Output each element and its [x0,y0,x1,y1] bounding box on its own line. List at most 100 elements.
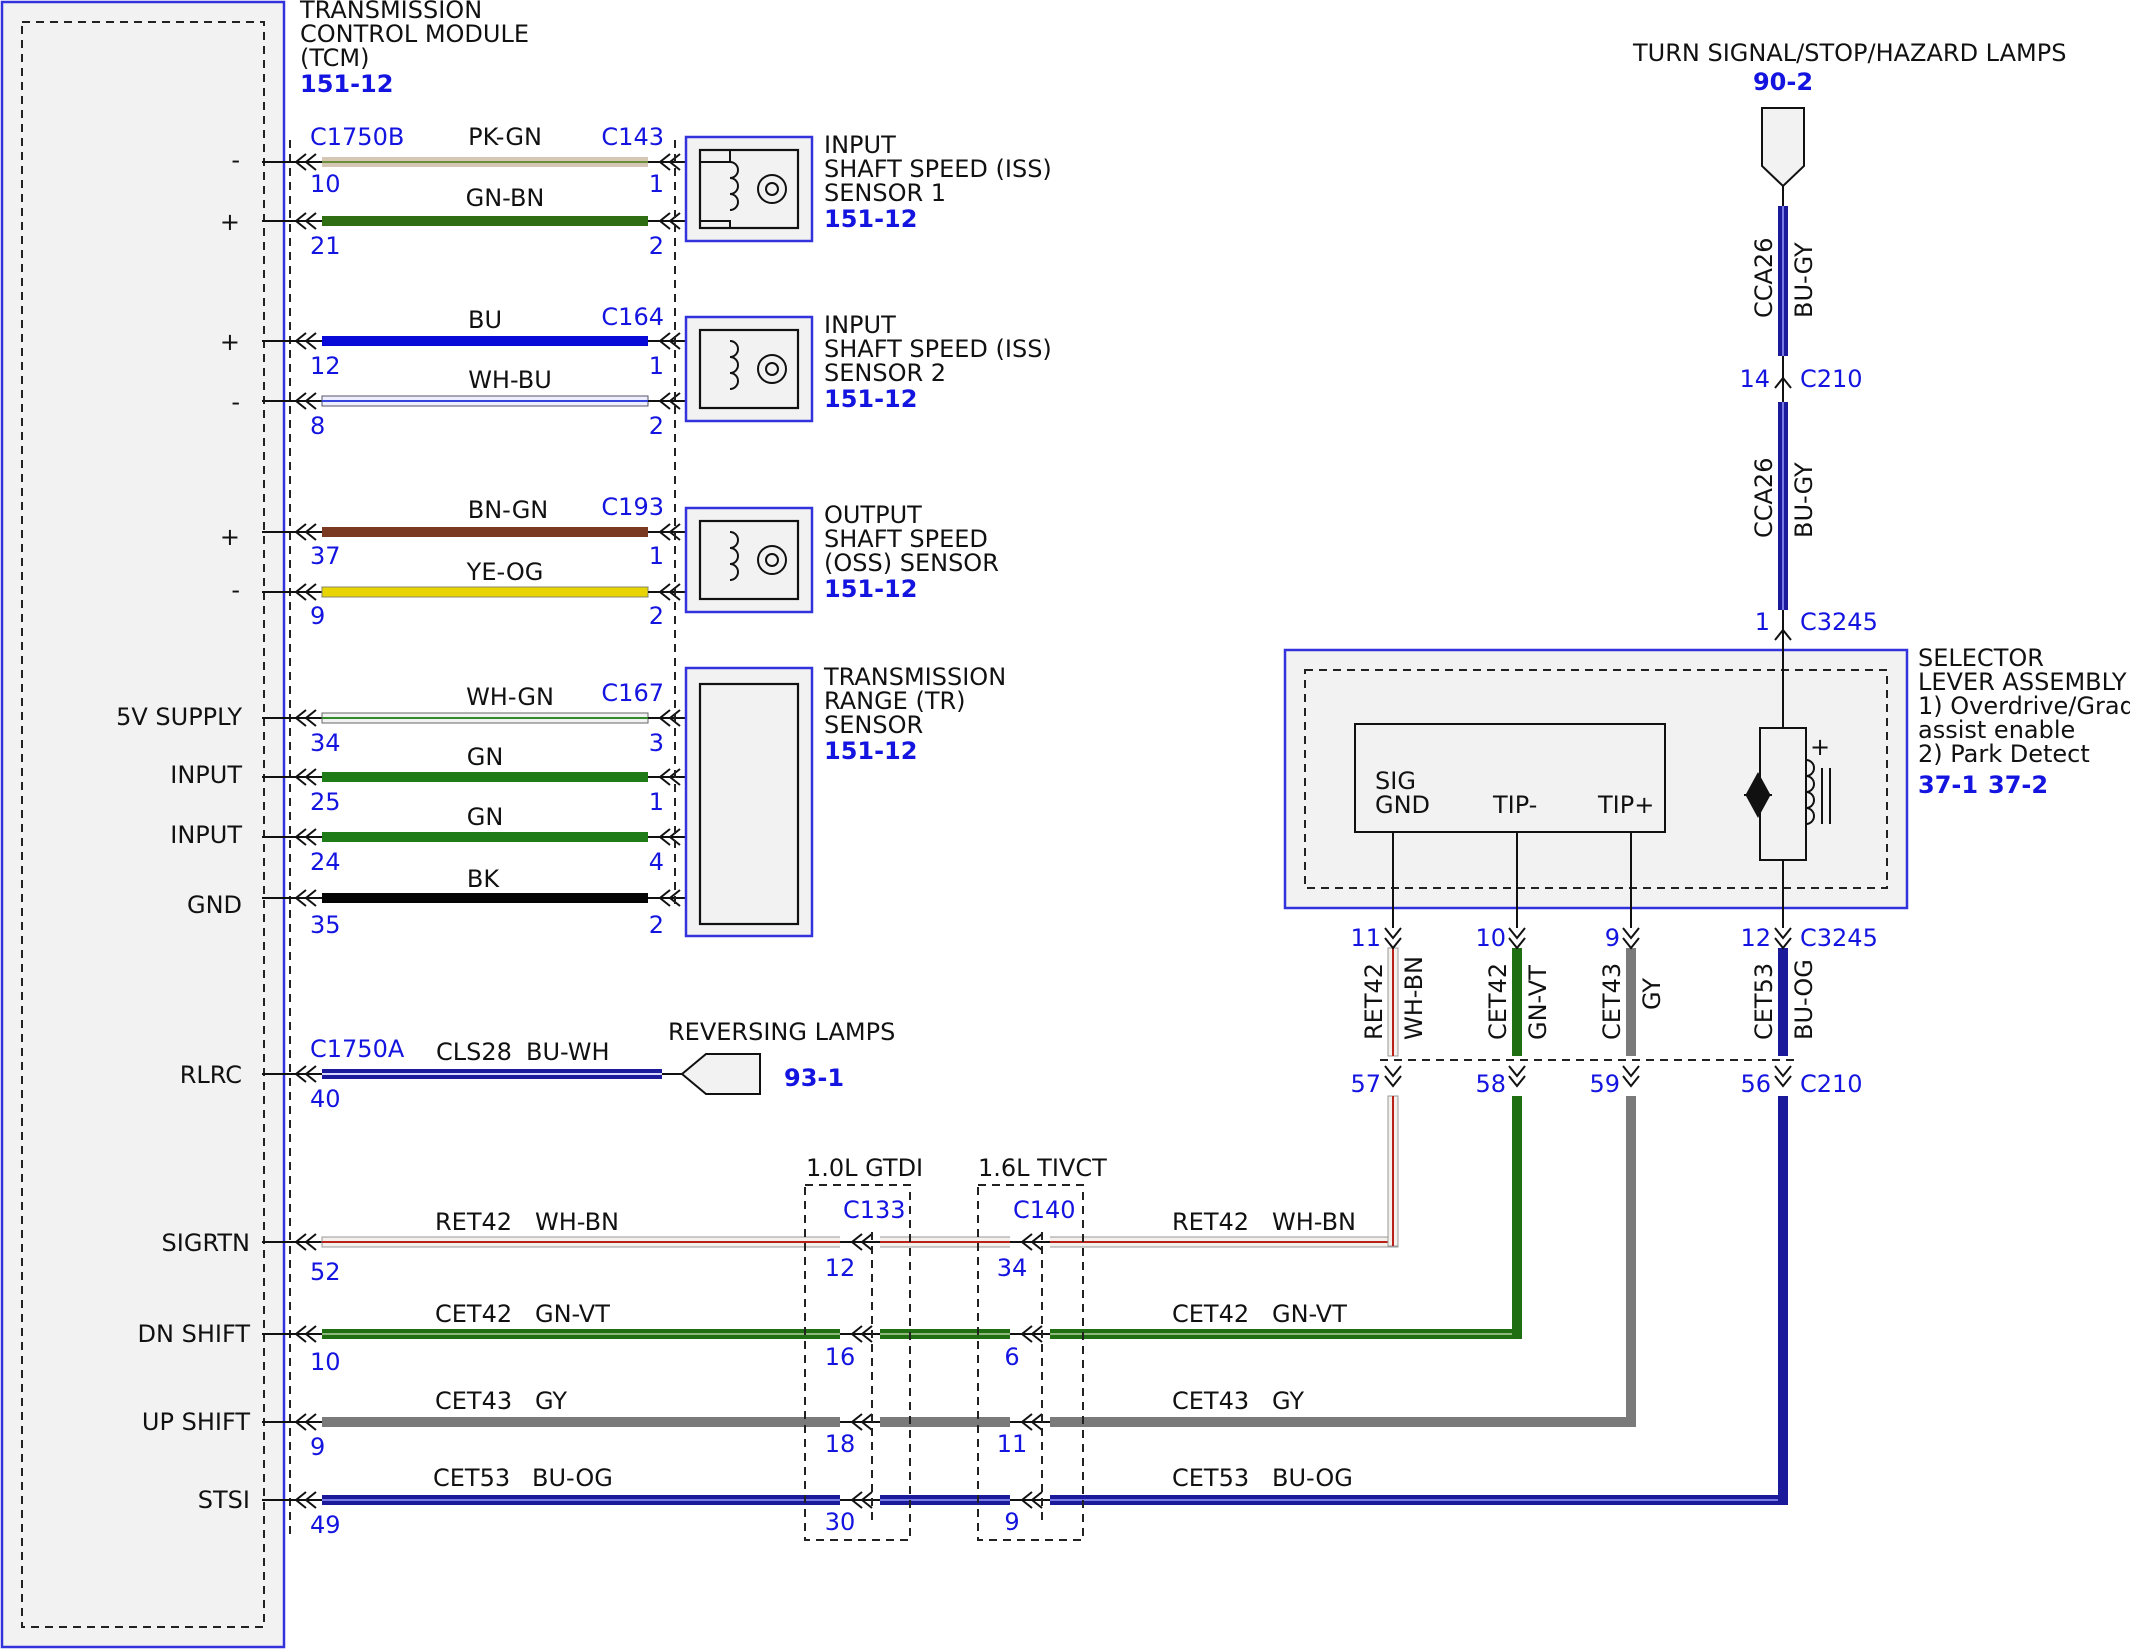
wire-cet43-gy[interactable] [322,1417,1636,1427]
wire-cet43-vertical[interactable] [1626,1096,1636,1426]
pin-number: 1 [649,352,664,380]
connector-c133: C133 [843,1196,906,1224]
pin-number: 2 [649,911,664,939]
selector-tip-plus-label: TIP+ [1597,791,1654,819]
wire-gn[interactable] [322,772,648,782]
connector-c210: C210 [1800,1070,1863,1098]
iss1-label: INPUT [824,131,896,159]
pin-number: 34 [310,729,341,757]
gear-icon [757,174,787,204]
wire-label-cet42: CET42 [1172,1300,1249,1328]
wire-label-bu-og: BU-OG [1272,1464,1353,1492]
wire-ret42-vertical[interactable] [1387,1095,1399,1247]
wire-label-bu-og: BU-OG [532,1464,613,1492]
oss-label: SHAFT SPEED [824,525,988,553]
iss1-label: SHAFT SPEED (ISS) [824,155,1052,183]
wire-cet42-gn-vt[interactable] [322,1329,1522,1339]
wire-gn-bn[interactable] [322,216,648,226]
tcm-pin-plus: + [220,328,240,356]
selector-tip-minus-label: TIP- [1492,791,1537,819]
oss-label: OUTPUT [824,501,922,529]
pin-number: 14 [1739,365,1770,393]
tcm-pin-dn-shift: DN SHIFT [138,1320,251,1348]
iss2-label: SENSOR 2 [824,359,946,387]
pin-number: 56 [1740,1070,1771,1098]
selector-plus-label: + [1810,733,1830,761]
variant-label-gtdi: 1.0L GTDI [806,1154,923,1182]
wire-pk-gn[interactable] [322,157,648,167]
wire-cls28-bu-wh[interactable] [322,1069,662,1079]
connector-c1750b: C1750B [310,123,404,151]
wire-bn-gn[interactable] [322,527,648,537]
gear-icon [757,354,787,384]
pin-number: 2 [649,232,664,260]
tr-ref[interactable]: 151-12 [824,737,917,765]
selector-ref-1[interactable]: 37-1 [1918,771,1978,799]
pin-number: 4 [649,848,664,876]
pin-number: 12 [1740,924,1771,952]
pin-number: 37 [310,542,341,570]
wire-label-wh-bn: WH-BN [1272,1208,1356,1236]
selector-ref-2[interactable]: 37-2 [1988,771,2048,799]
connector-c167: C167 [601,679,664,707]
wire-label-ye-og: YE-OG [466,558,544,586]
selector-label: SELECTOR [1918,644,2044,672]
pin-number: 12 [825,1254,856,1282]
reversing-lamps-ref[interactable]: 93-1 [784,1064,844,1092]
wire-label-cet53: CET53 [1750,963,1778,1040]
connector-c3245: C3245 [1800,608,1878,636]
gear-icon [757,545,787,575]
selector-label: 2) Park Detect [1918,740,2090,768]
pin-number: 1 [649,788,664,816]
wire-gn[interactable] [322,832,648,842]
wire-cet42-vertical[interactable] [1512,1096,1522,1338]
wire-cet53-vertical[interactable] [1778,1096,1788,1504]
wire-label-ret42: RET42 [435,1208,512,1236]
pin-number: 1 [649,542,664,570]
wire-label-ret42: RET42 [1360,963,1388,1040]
wire-label-bu-og: BU-OG [1790,959,1818,1040]
tcm-title-line1: TRANSMISSION [299,0,482,24]
connector-c140: C140 [1013,1196,1076,1224]
wire-bk[interactable] [322,893,648,903]
wire-label-cca26: CCA26 [1750,458,1778,538]
wire-wh-bu[interactable] [321,395,649,407]
wire-label-gy: GY [1272,1387,1304,1415]
tr-label: RANGE (TR) [824,687,966,715]
wire-ye-og[interactable] [321,586,649,598]
iss1-ref[interactable]: 151-12 [824,205,917,233]
wire-label-cet43: CET43 [1598,963,1626,1040]
wire-label-gn-vt: GN-VT [535,1300,610,1328]
pin-number: 57 [1350,1070,1381,1098]
wire-ret42-upper[interactable] [1387,947,1399,1057]
wire-bu[interactable] [322,336,648,346]
connector-c3245: C3245 [1800,924,1878,952]
wire-wh-gn[interactable] [321,712,649,724]
wire-label-cca26: CCA26 [1750,238,1778,318]
turn-signal-ref[interactable]: 90-2 [1753,68,1813,96]
wire-cet53-bu-og[interactable] [322,1495,1788,1505]
oss-ref[interactable]: 151-12 [824,575,917,603]
wire-label-wh-bn: WH-BN [1400,956,1428,1040]
iss2-label: SHAFT SPEED (ISS) [824,335,1052,363]
tcm-pin-input: INPUT [170,821,242,849]
pin-number: 18 [825,1430,856,1458]
pin-number: 40 [310,1085,341,1113]
connector-c164: C164 [601,303,664,331]
variant-label-tivct: 1.6L TIVCT [978,1154,1107,1182]
wire-cet42-upper[interactable] [1512,948,1522,1056]
wire-cet43-upper[interactable] [1626,948,1636,1056]
tcm-ref[interactable]: 151-12 [300,70,393,98]
pin-number: 1 [649,170,664,198]
wire-cet53-upper[interactable] [1778,948,1788,1056]
reversing-lamps-label: REVERSING LAMPS [668,1018,895,1046]
wire-label-bu-gy: BU-GY [1790,462,1818,538]
tcm-pin-sigrtn: SIGRTN [162,1229,250,1257]
wire-label-gn: GN [467,743,504,771]
tr-label: TRANSMISSION [823,663,1006,691]
wire-label-bu-wh: BU-WH [526,1038,610,1066]
iss2-ref[interactable]: 151-12 [824,385,917,413]
tcm-pin-gnd: GND [187,891,242,919]
turn-signal-label: TURN SIGNAL/STOP/HAZARD LAMPS [1632,39,2066,67]
wire-label-cet42: CET42 [1484,963,1512,1040]
